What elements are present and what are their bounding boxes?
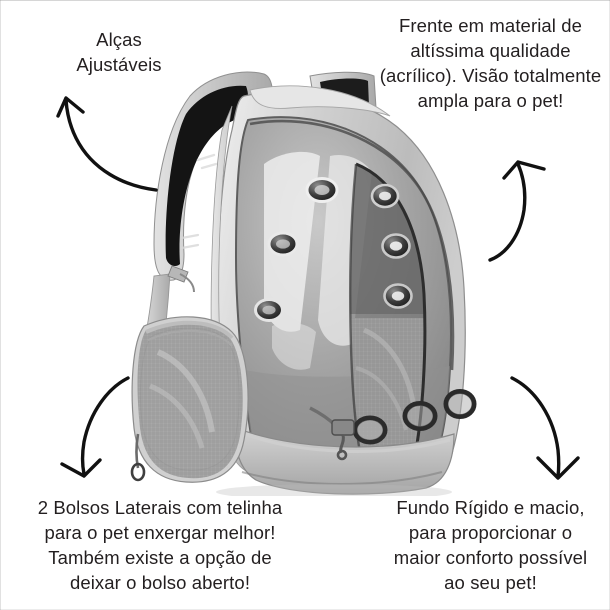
curved-arrow-down-left-icon	[52, 372, 164, 484]
callout-adjustable-straps: Alças Ajustáveis	[76, 29, 162, 75]
callout-acrylic-front: Frente em material de altíssima qualidad…	[379, 15, 602, 111]
frame-border-top	[0, 0, 610, 1]
curved-arrow-down-right-icon	[492, 372, 604, 484]
ventilation-grommets	[254, 177, 477, 445]
side-mesh-pocket	[130, 316, 249, 483]
safety-leash-clip	[309, 406, 355, 461]
curved-arrow-up-left-icon	[56, 86, 170, 198]
callout-rigid-base: Fundo Rígido e macio, para proporcionar …	[393, 497, 588, 593]
callout-side-pockets: 2 Bolsos Laterais com telinha para o pet…	[37, 497, 283, 593]
product-image-pet-backpack	[124, 68, 492, 496]
zipper-pull	[130, 433, 146, 482]
curved-arrow-up-right-icon	[484, 152, 596, 264]
frame-border-left	[0, 0, 1, 610]
